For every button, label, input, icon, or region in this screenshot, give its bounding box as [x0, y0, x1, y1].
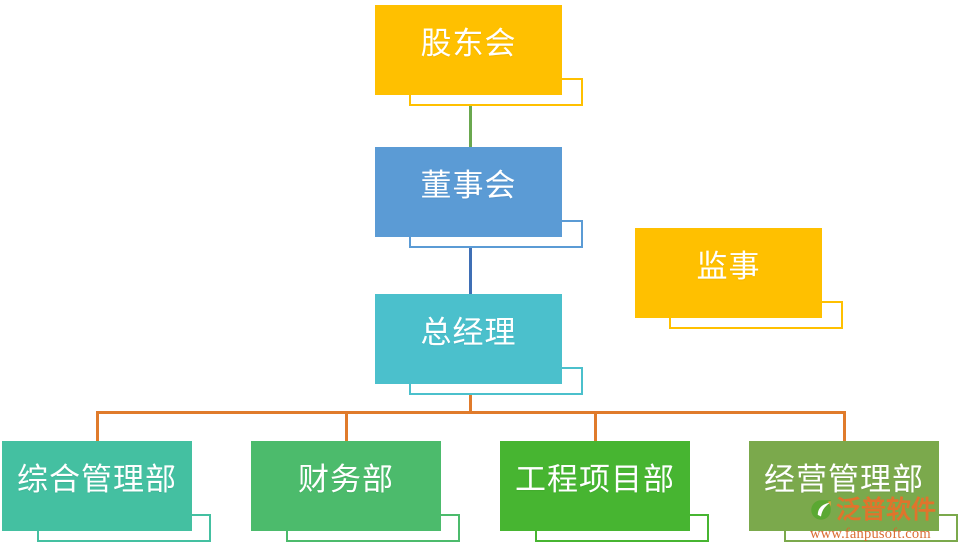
connector-board-to-general-manager [469, 237, 472, 294]
connector-bus-to-general-admin-dept [96, 411, 99, 442]
org-node-label-board: 董事会 [420, 167, 517, 203]
org-node-box-board[interactable]: 董事会 [375, 147, 562, 237]
connector-department-bus [96, 411, 846, 414]
org-node-box-general-admin-dept[interactable]: 综合管理部 [2, 441, 192, 531]
org-node-label-engineering-project-dept: 工程项目部 [515, 461, 675, 497]
org-node-label-shareholders: 股东会 [420, 25, 517, 61]
connector-bus-to-operations-management-dept [843, 411, 846, 442]
org-node-label-general-manager: 总经理 [420, 314, 517, 350]
org-node-box-engineering-project-dept[interactable]: 工程项目部 [500, 441, 690, 531]
org-node-box-supervisor[interactable]: 监事 [635, 228, 822, 318]
connector-bus-to-engineering-project-dept [594, 411, 597, 442]
org-node-box-finance-dept[interactable]: 财务部 [251, 441, 441, 531]
org-node-label-finance-dept: 财务部 [298, 461, 394, 497]
org-node-box-operations-management-dept[interactable]: 经营管理部 [749, 441, 939, 531]
org-node-label-supervisor: 监事 [696, 248, 761, 284]
connector-shareholders-to-board [469, 95, 472, 147]
org-node-box-general-manager[interactable]: 总经理 [375, 294, 562, 384]
org-node-label-general-admin-dept: 综合管理部 [17, 461, 177, 497]
connector-general-manager-to-bus [469, 384, 472, 412]
org-node-box-shareholders[interactable]: 股东会 [375, 5, 562, 95]
org-node-label-operations-management-dept: 经营管理部 [764, 461, 924, 497]
connector-bus-to-finance-dept [345, 411, 348, 442]
